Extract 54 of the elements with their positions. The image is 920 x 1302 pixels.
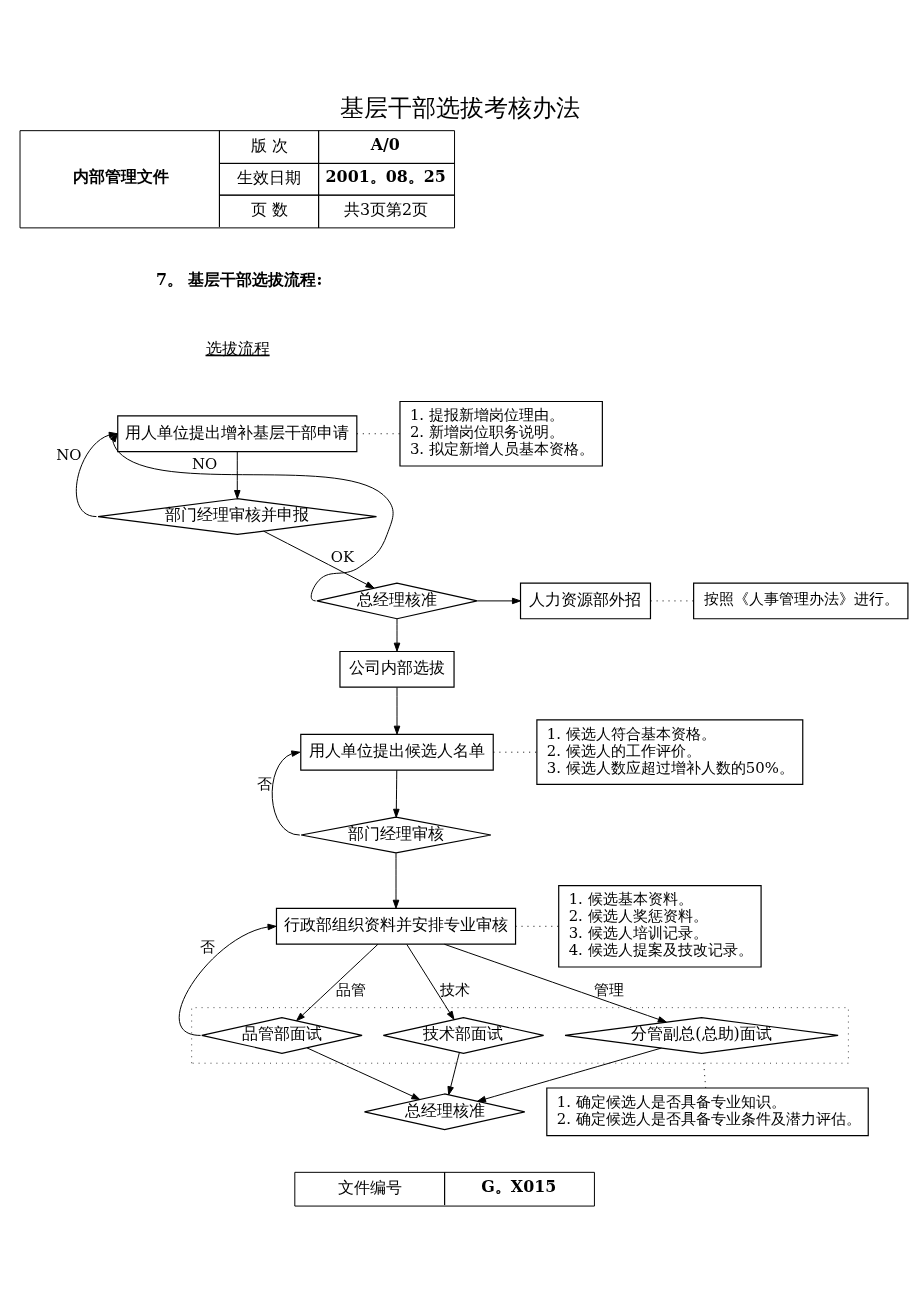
arrow	[296, 943, 379, 1021]
edge-label: 品管	[335, 980, 366, 999]
label: G。X015	[481, 1176, 557, 1196]
arrow	[234, 450, 241, 499]
arrow	[447, 1051, 460, 1095]
label: A/0	[370, 134, 400, 154]
arrow	[178, 923, 277, 1036]
node-box: 用人单位提出候选人名单	[300, 733, 494, 771]
arrow	[306, 1046, 421, 1100]
arrow	[393, 618, 401, 652]
arrow	[477, 1047, 662, 1102]
label: 2001。08。25	[325, 166, 446, 186]
node-box: 人力资源部外招	[519, 581, 652, 619]
arrow	[393, 769, 400, 818]
label: 版 次	[250, 135, 288, 155]
node-box: 1. 候选基本资料。 2. 候选人奖惩资料。 3. 候选人培训记录。 4. 候选人提案及技改记录。	[558, 884, 762, 968]
arrow	[110, 432, 394, 601]
label: 内部管理文件	[73, 166, 170, 186]
label: 文件编号	[338, 1177, 403, 1197]
label: 选拔流程	[205, 338, 270, 358]
connector	[356, 432, 401, 434]
connector	[492, 751, 538, 753]
label: 7。 基层干部选拔流程:	[155, 269, 323, 289]
label: 生效日期	[237, 167, 302, 187]
label: 页 数	[250, 199, 288, 219]
arrow	[443, 943, 667, 1023]
node-diamond: 部门经理审核并申报	[97, 497, 378, 535]
diagram-title: 基层干部选拔考核办法	[340, 93, 580, 122]
node-box: 行政部组织资料并安排专业审核	[275, 907, 517, 945]
edge-label: 否	[256, 774, 272, 793]
arrow	[263, 530, 375, 589]
node-diamond: 品管部面试	[201, 1016, 363, 1054]
arrow	[406, 943, 455, 1020]
node-box: 按照《人事管理办法》进行。	[693, 581, 909, 619]
edge-label: NO	[192, 454, 218, 473]
label: 共3页第2页	[343, 199, 429, 219]
arrow	[75, 431, 118, 517]
edge-label: 管理	[593, 980, 624, 999]
node-diamond: 技术部面试	[382, 1016, 545, 1054]
node-box: 用人单位提出增补基层干部申请	[117, 414, 358, 452]
node-box: 1. 提报新增岗位理由。 2. 新增岗位职务说明。 3. 拟定新增人员基本资格。	[399, 400, 603, 467]
node-box: 公司内部选拔	[339, 650, 455, 688]
edge-label: 否	[199, 937, 215, 956]
arrow	[392, 852, 400, 909]
arrow	[393, 686, 401, 735]
node-box: 1. 候选人符合基本资格。 2. 候选人的工作评价。 3. 候选人数应超过增补人数的50%。	[536, 718, 804, 785]
node-box: 1. 确定候选人是否具备专业知识。 2. 确定候选人是否具备专业条件及潜力评估。	[546, 1086, 869, 1136]
edge-label: 技术	[440, 980, 471, 999]
cluster	[191, 1006, 849, 1064]
edge-label: OK	[330, 547, 355, 566]
arrow	[476, 597, 521, 604]
arrow	[271, 749, 301, 836]
edge-label: NO	[56, 445, 82, 464]
node-diamond: 部门经理审核	[300, 816, 492, 853]
